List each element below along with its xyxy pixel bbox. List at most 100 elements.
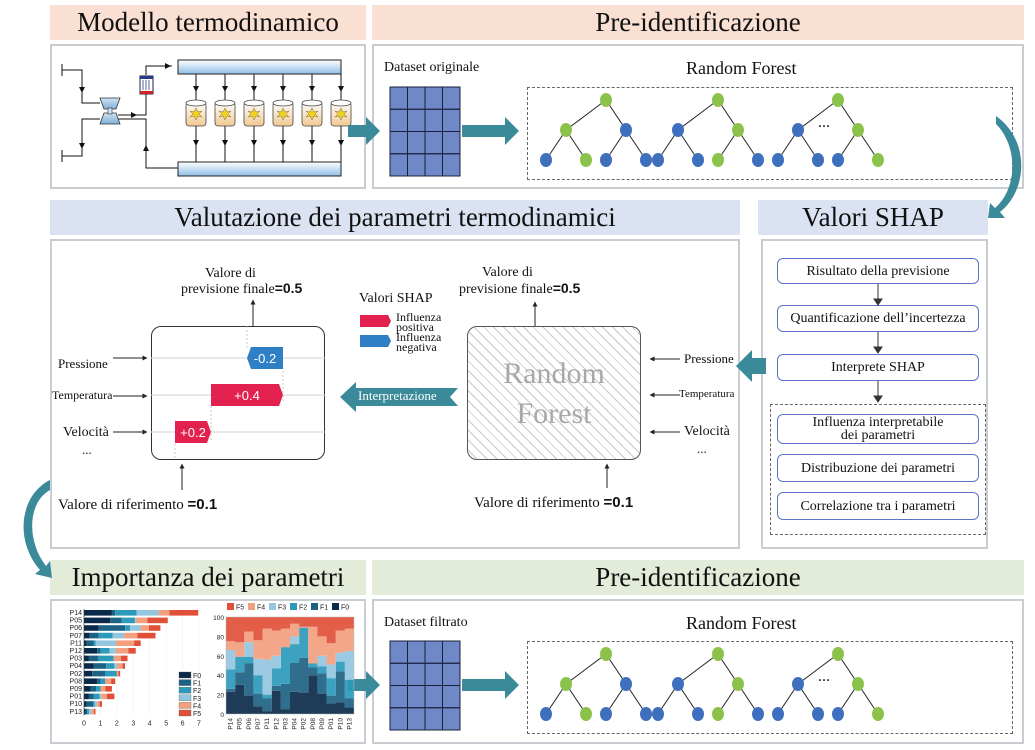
reference-number-right: =0.1	[603, 494, 634, 511]
tree-edge	[677, 653, 719, 685]
category-label: P14	[70, 610, 83, 617]
final-prediction-line2-left: previsione finale=0.5	[181, 280, 302, 298]
shap-bar-pressione	[247, 347, 283, 369]
bar-segment-f0	[84, 617, 111, 624]
category-label: P11	[70, 640, 82, 647]
shap-bar-temperatura	[211, 384, 283, 406]
shap-waterfall-chart: -0.2+0.4+0.2	[151, 326, 325, 460]
legend-label: F4	[193, 703, 201, 710]
bar-segment-f2	[115, 610, 137, 616]
random-forest-line1: Random	[503, 357, 605, 390]
tree-node	[640, 707, 652, 721]
final-prediction-text-left: previsione finale	[181, 282, 275, 297]
tree-node	[792, 123, 804, 137]
grid-cell	[442, 153, 461, 177]
tree-node	[540, 707, 552, 721]
forest-bottom-ellipsis: ...	[818, 668, 830, 685]
reference-text-right: Valore di riferimento	[474, 495, 604, 511]
legend-swatch-f2	[290, 603, 297, 610]
pre-id-bottom-title: Pre-identificazione	[595, 562, 801, 592]
tree-node	[712, 93, 724, 107]
tree-node	[832, 707, 844, 721]
final-prediction-line2-right: previsione finale=0.5	[459, 280, 580, 298]
tree-node	[712, 707, 724, 721]
bar-segment-f1	[89, 632, 99, 639]
step-uncertainty: Quantificazione dell’incertezza	[777, 305, 979, 332]
bar-segment-f5	[105, 686, 112, 692]
x-tick-label: P04	[292, 718, 299, 730]
input-more-left: ...	[82, 442, 92, 457]
legend-label: F3	[193, 696, 201, 703]
bar-segment-f3	[114, 663, 117, 669]
legend-positive-line1: Influenza	[396, 310, 442, 324]
tank-lid	[185, 99, 207, 107]
tree-node	[580, 153, 592, 167]
bar-segment-f5	[128, 648, 136, 654]
flow-arrow-icon	[338, 140, 344, 146]
tree-edge	[677, 99, 719, 131]
category-label: P01	[70, 694, 83, 701]
thermo-model-header: Modello termodinamico	[50, 5, 366, 40]
legend-label: F3	[278, 605, 286, 612]
bar-segment-f2	[105, 670, 117, 677]
bar-segment-f2	[100, 678, 106, 684]
forest-bottom-trees	[540, 647, 884, 721]
flow-arrow-icon	[222, 140, 228, 146]
x-tick-label: 1	[98, 720, 102, 727]
tree-node	[772, 153, 784, 167]
x-tick-label: 7	[197, 720, 201, 727]
category-label: P03	[70, 656, 83, 663]
legend-swatch-f5	[178, 709, 192, 717]
bar-segment-f5	[107, 693, 115, 700]
arrow-grid-to-forest-icon	[462, 117, 519, 145]
step-prediction-result: Risultato della previsione	[777, 258, 979, 284]
x-tick-label: P01	[328, 718, 335, 730]
reaction-star-icon	[305, 107, 319, 121]
forest-top-trees	[540, 93, 884, 167]
bar-segment-f0	[84, 610, 112, 616]
shap-outputs-group	[770, 404, 986, 535]
tree-node	[732, 123, 744, 137]
input-more-right: ...	[697, 441, 707, 456]
interpretation-label: Interpretazione	[358, 388, 437, 403]
dataset-original-grid	[389, 86, 461, 177]
x-tick-label: P02	[301, 718, 308, 730]
forest-top-ellipsis: ...	[818, 114, 830, 131]
waterfall-connectors	[113, 299, 680, 490]
bar-segment-f5	[93, 708, 96, 715]
tree-node	[792, 677, 804, 691]
legend-label: F2	[193, 688, 201, 695]
output-interpretable-line1: Influenza interpretabile	[812, 415, 944, 430]
category-label: P05	[70, 618, 83, 625]
tree-node	[540, 153, 552, 167]
x-tick-label: 3	[131, 720, 135, 727]
category-label: P04	[70, 663, 83, 670]
bar-segment-f5	[120, 655, 128, 662]
flow-arrow-icon	[193, 86, 199, 92]
category-label: P07	[70, 633, 83, 640]
bar-segment-f0	[84, 686, 91, 692]
pipe-network	[61, 63, 178, 169]
final-prediction-value-left: =0.5	[274, 280, 303, 296]
tree-node	[812, 153, 824, 167]
importance-title: Importanza dei parametri	[71, 562, 345, 592]
forest-bottom-title: Random Forest	[686, 613, 797, 633]
legend-negative-line2: negativa	[396, 340, 437, 354]
shap-bar-velocità	[175, 421, 211, 443]
bar-segment-f4	[100, 686, 106, 692]
output-interpretable-line2: dei parametri	[840, 428, 916, 443]
legend-swatches	[360, 315, 391, 347]
bottom-header-pipe	[177, 161, 342, 177]
bar-segment-f1	[85, 708, 88, 715]
tree-node	[600, 647, 612, 661]
bar-segment-f4	[116, 670, 119, 677]
tree-node	[560, 677, 572, 691]
legend-positive-line2: positiva	[396, 320, 434, 334]
evaluation-title: Valutazione dei parametri termodinamici	[174, 202, 616, 232]
flow-arrow-icon	[251, 86, 257, 92]
category-label: P12	[70, 648, 83, 655]
input-temperatura-left: Temperatura	[52, 388, 113, 402]
